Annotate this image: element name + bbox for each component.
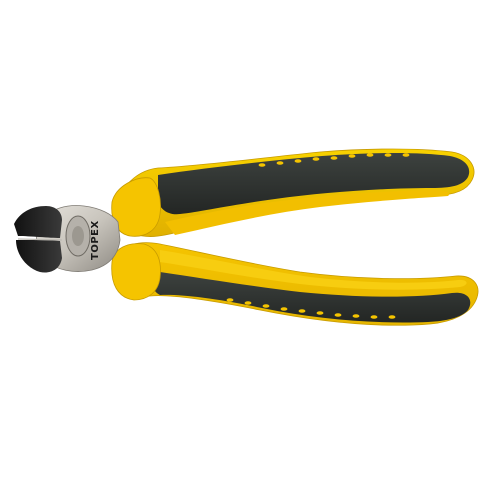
upper-grip-dots [258,153,410,167]
lower-grip-dots [226,298,396,319]
upper-handle-grip [157,153,470,215]
lower-handle-grip [152,272,471,323]
lower-collar [111,243,161,301]
jaw-cutting-edge [17,238,63,241]
brand-logo: TOPEX [90,220,101,260]
upper-handle-strip [165,190,450,235]
lower-handle-strip [160,250,467,290]
upper-jaw [14,206,62,238]
lower-jaw [16,240,62,273]
upper-collar [111,177,161,237]
pivot-rivet [72,226,84,246]
